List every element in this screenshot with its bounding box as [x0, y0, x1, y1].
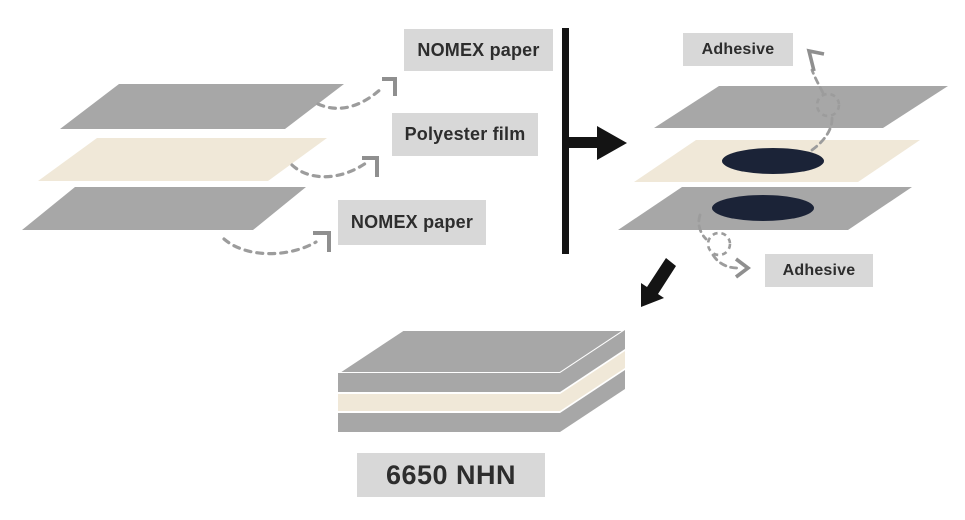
- product-stack: [334, 329, 629, 432]
- label-nomex-paper-bottom: NOMEX paper: [338, 200, 486, 245]
- adhesive-spot-bottom: [712, 195, 814, 221]
- label-polyester-film: Polyester film: [392, 113, 538, 156]
- connector-loop-adhesive-bottom-icon: [706, 231, 732, 257]
- connector-dashed-polyester-film: [290, 161, 368, 179]
- product-front-band-gray-top: [338, 373, 560, 392]
- label-product-6650-nhn: 6650 NHN: [357, 453, 545, 497]
- connector-dashed-adhesive-bottom-tail: [711, 253, 739, 270]
- label-nomex-paper-top: NOMEX paper: [404, 29, 553, 71]
- label-adhesive-bottom: Adhesive: [765, 254, 873, 287]
- left-layer-polyester-film: [38, 138, 327, 181]
- adhesive-spot-top: [722, 148, 824, 174]
- connector-arrowhead-nomex-bottom-icon: [313, 231, 331, 252]
- label-adhesive-top: Adhesive: [683, 33, 793, 66]
- left-stack: [22, 84, 344, 230]
- product-side-band-cream: [560, 351, 625, 411]
- left-connectors: [222, 77, 397, 256]
- connector-dashed-adhesive-bottom: [697, 213, 708, 241]
- flow-arrow-down-left-icon: [641, 258, 676, 307]
- connector-arrowhead-adhesive-bottom-icon: [734, 257, 751, 279]
- connector-dashed-nomex-bottom: [222, 237, 318, 256]
- product-front-band-gray-bottom: [338, 413, 560, 432]
- connector-dashed-adhesive-top-tail: [810, 68, 825, 95]
- left-layer-nomex-bottom: [22, 187, 306, 230]
- product-front-band-cream: [338, 394, 560, 411]
- connector-arrowhead-polyester-film-icon: [362, 156, 379, 177]
- product-side-band-gray-top: [560, 330, 625, 392]
- connector-dashed-nomex-top: [316, 86, 384, 110]
- product-side-band-gray-bottom: [560, 370, 625, 432]
- right-stack: [618, 86, 948, 230]
- connector-arrowhead-adhesive-top-icon: [806, 48, 825, 72]
- flow-arrow-right-icon: [566, 126, 627, 160]
- right-connectors: [697, 48, 841, 279]
- right-layer-nomex-top: [654, 86, 948, 128]
- left-layer-nomex-top: [60, 84, 344, 129]
- connector-arrowhead-nomex-top-icon: [382, 77, 397, 96]
- connector-dashed-adhesive-top: [810, 115, 834, 152]
- divider-line: [562, 28, 569, 254]
- connector-loop-adhesive-top-icon: [815, 92, 841, 118]
